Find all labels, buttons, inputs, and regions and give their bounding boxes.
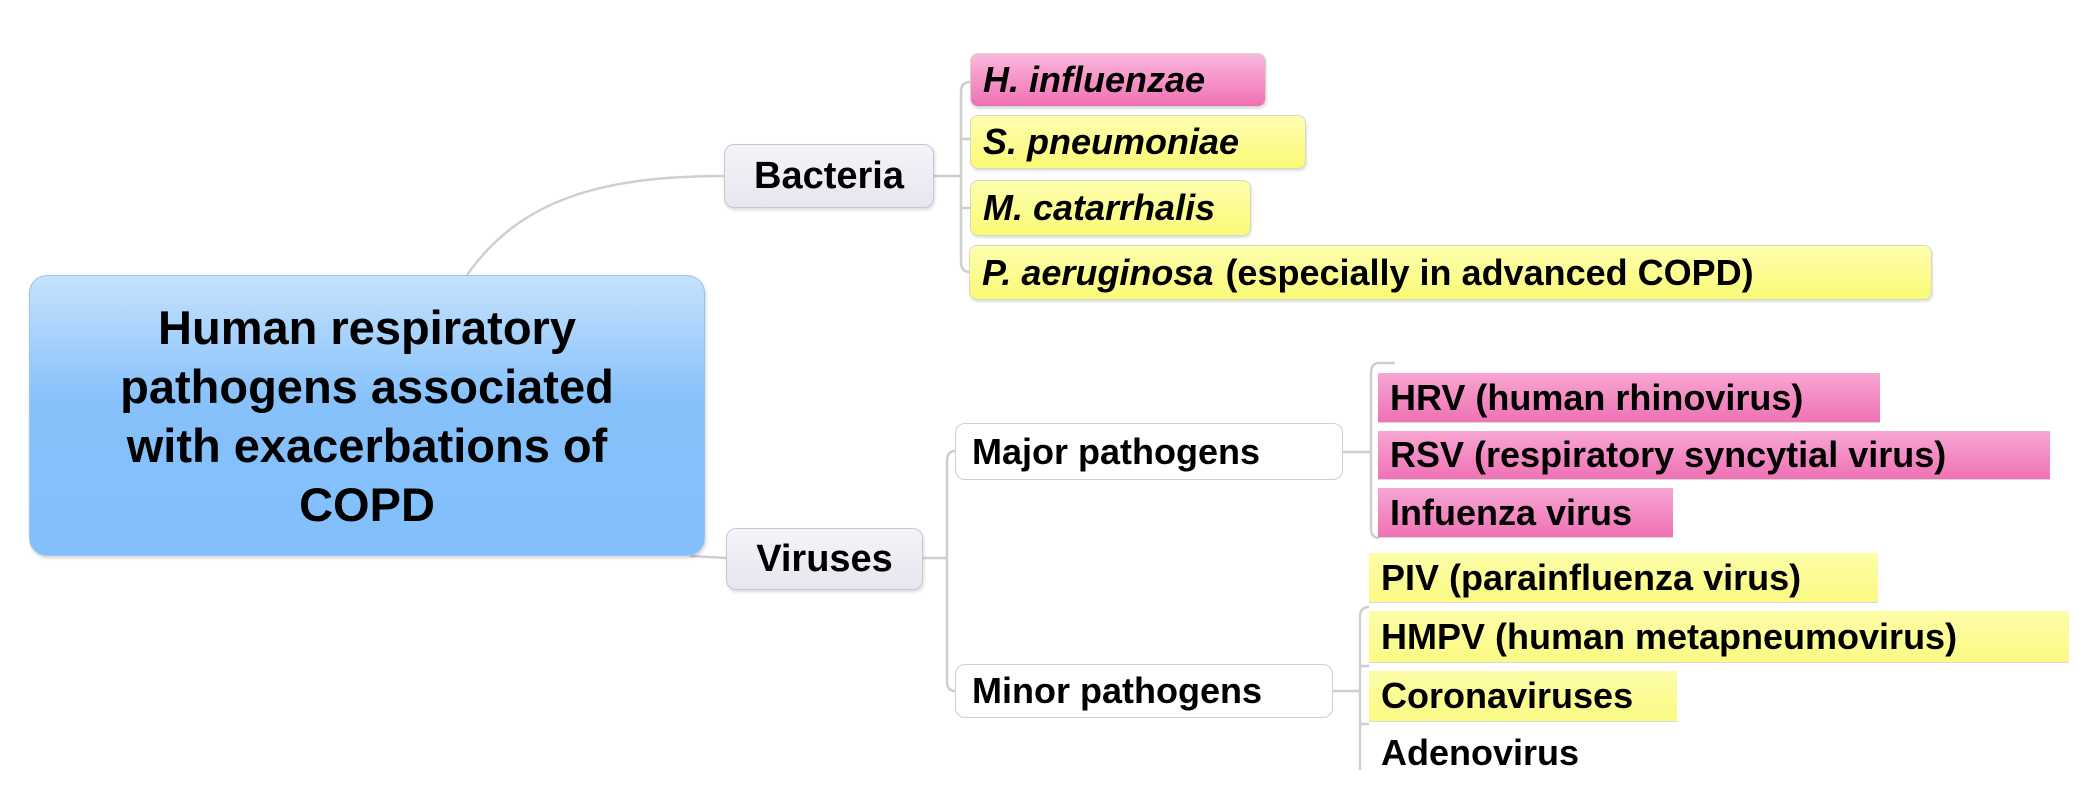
bacteria-item-name: S. pneumoniae — [983, 121, 1240, 162]
major-item-hrv[interactable]: HRV (human rhinovirus) — [1378, 373, 1880, 422]
subtopic-major-pathogens[interactable]: Major pathogens — [955, 423, 1343, 480]
major-item-influenza[interactable]: Infuenza virus — [1378, 488, 1673, 537]
minor-item-piv[interactable]: PIV (parainfluenza virus) — [1369, 553, 1878, 602]
bacteria-item-note: (especially in advanced COPD) — [1225, 251, 1754, 293]
minor-item-name: PIV (parainfluenza virus) — [1381, 556, 1802, 598]
minor-item-name: Adenovirus — [1381, 732, 1580, 773]
bacteria-item-m-catarrhalis[interactable]: M. catarrhalis — [970, 180, 1251, 236]
major-item-rsv[interactable]: RSV (respiratory syncytial virus) — [1378, 431, 2050, 479]
bacteria-item-s-pneumoniae[interactable]: S. pneumoniae — [970, 115, 1306, 169]
minor-item-coronaviruses[interactable]: Coronaviruses — [1369, 671, 1677, 721]
bacteria-item-name: P. aeruginosa — [982, 251, 1214, 293]
branch-bacteria-label: Bacteria — [754, 154, 904, 197]
subtopic-minor-pathogens[interactable]: Minor pathogens — [955, 664, 1333, 718]
root-topic-label: Human respiratory pathogens associated w… — [120, 300, 614, 531]
branch-bacteria[interactable]: Bacteria — [724, 144, 934, 208]
major-item-name: Infuenza virus — [1390, 491, 1633, 533]
minor-item-adenovirus[interactable]: Adenovirus — [1369, 729, 1689, 777]
subtopic-minor-label: Minor pathogens — [972, 670, 1262, 711]
branch-viruses-label: Viruses — [756, 537, 893, 580]
bacteria-item-h-influenzae[interactable]: H. influenzae — [970, 53, 1266, 107]
branch-viruses[interactable]: Viruses — [726, 528, 923, 590]
root-topic[interactable]: Human respiratory pathogens associated w… — [29, 275, 705, 556]
minor-item-name: HMPV (human metapneumovirus) — [1381, 615, 1958, 657]
bacteria-item-name: M. catarrhalis — [983, 187, 1216, 228]
major-item-name: HRV (human rhinovirus) — [1390, 376, 1804, 418]
bacteria-item-name: H. influenzae — [983, 59, 1206, 100]
bacteria-item-p-aeruginosa[interactable]: P. aeruginosa (especially in advanced CO… — [969, 245, 1932, 300]
minor-item-name: Coronaviruses — [1381, 675, 1634, 716]
minor-item-hmpv[interactable]: HMPV (human metapneumovirus) — [1369, 611, 2069, 662]
subtopic-major-label: Major pathogens — [972, 430, 1261, 472]
major-item-name: RSV (respiratory syncytial virus) — [1390, 434, 1947, 475]
